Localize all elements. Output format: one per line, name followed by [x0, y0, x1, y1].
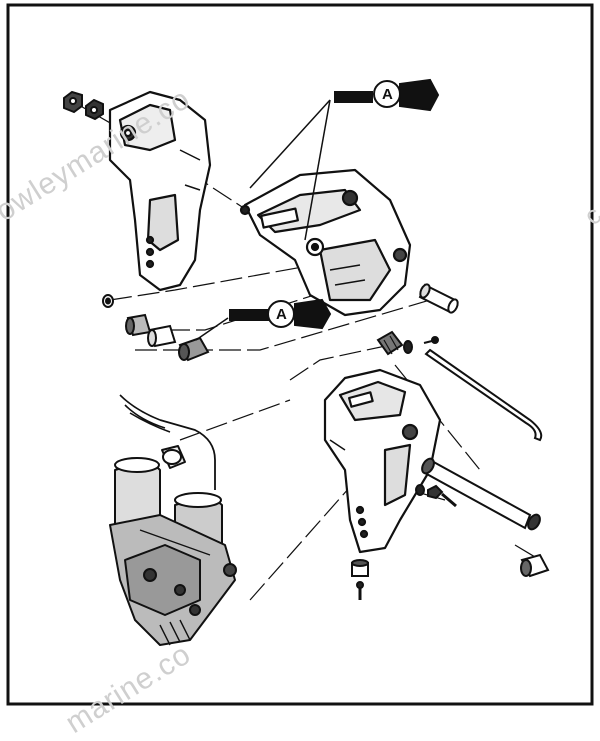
pivot-pin	[418, 283, 459, 314]
bushing-pair	[125, 313, 177, 348]
exploded-view-diagram: A A	[6, 3, 594, 706]
spacer-and-screw	[351, 559, 369, 600]
cap-nut	[520, 553, 550, 578]
callout-letter-upper: A	[382, 86, 393, 103]
grease-callout-lower	[195, 298, 332, 341]
tilt-tube	[421, 457, 541, 531]
grease-callout-upper	[249, 78, 440, 241]
bolt-and-washer	[415, 484, 457, 508]
figure-border	[6, 3, 594, 706]
spring-and-screw	[376, 330, 439, 356]
nut-pair-upper-left	[63, 90, 104, 121]
callout-letter-lower: A	[276, 306, 287, 323]
swivel-bracket-left	[108, 90, 212, 292]
clamp-bracket-center	[239, 168, 412, 317]
swivel-bracket-right	[323, 368, 442, 554]
washer-left	[102, 294, 114, 308]
diagram-stage: A A	[0, 3, 600, 740]
tilt-trim-pump-assembly	[109, 394, 237, 646]
assembly-leader-lines	[69, 99, 542, 601]
tilt-rod	[424, 348, 543, 442]
bushing-lower	[178, 336, 210, 362]
